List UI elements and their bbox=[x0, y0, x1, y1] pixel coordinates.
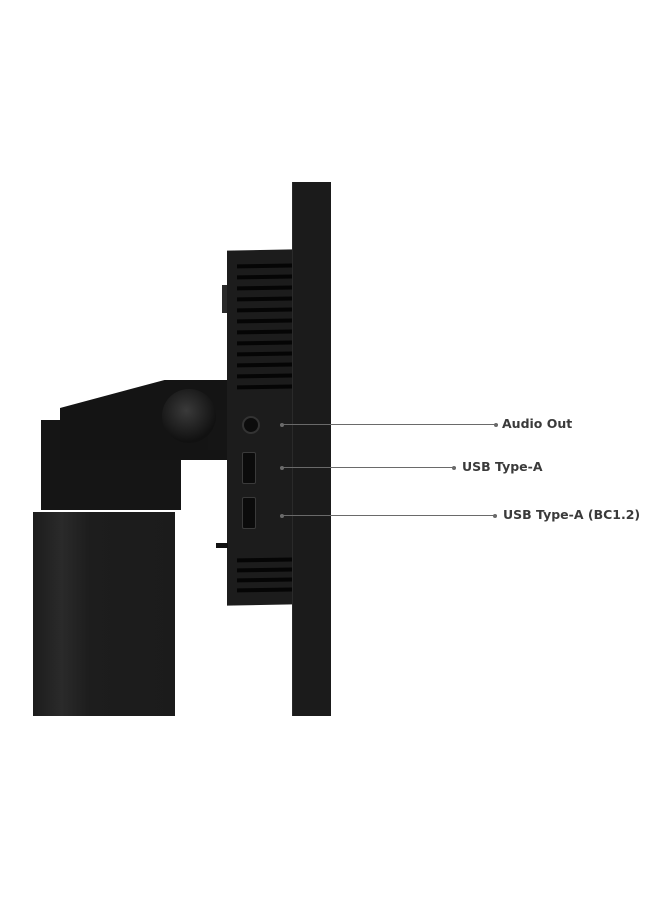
side-button bbox=[222, 285, 227, 313]
headphone-jack-icon bbox=[242, 416, 260, 434]
lock-tab bbox=[216, 543, 228, 548]
display-panel bbox=[292, 182, 331, 716]
hinge-knob bbox=[162, 389, 216, 443]
label-usb-type-a-bc12: USB Type-A (BC1.2) bbox=[503, 507, 641, 522]
usb-charging-port-icon bbox=[242, 497, 256, 529]
rear-io-housing bbox=[227, 249, 293, 606]
label-audio-out: Audio Out bbox=[502, 416, 573, 431]
leader-audio-out bbox=[280, 422, 498, 427]
usb-port-icon bbox=[242, 452, 256, 484]
stand-column bbox=[33, 512, 175, 716]
leader-usb-type-a bbox=[280, 465, 456, 470]
leader-usb-type-a-bc12 bbox=[280, 513, 497, 518]
label-usb-type-a: USB Type-A bbox=[462, 459, 543, 474]
